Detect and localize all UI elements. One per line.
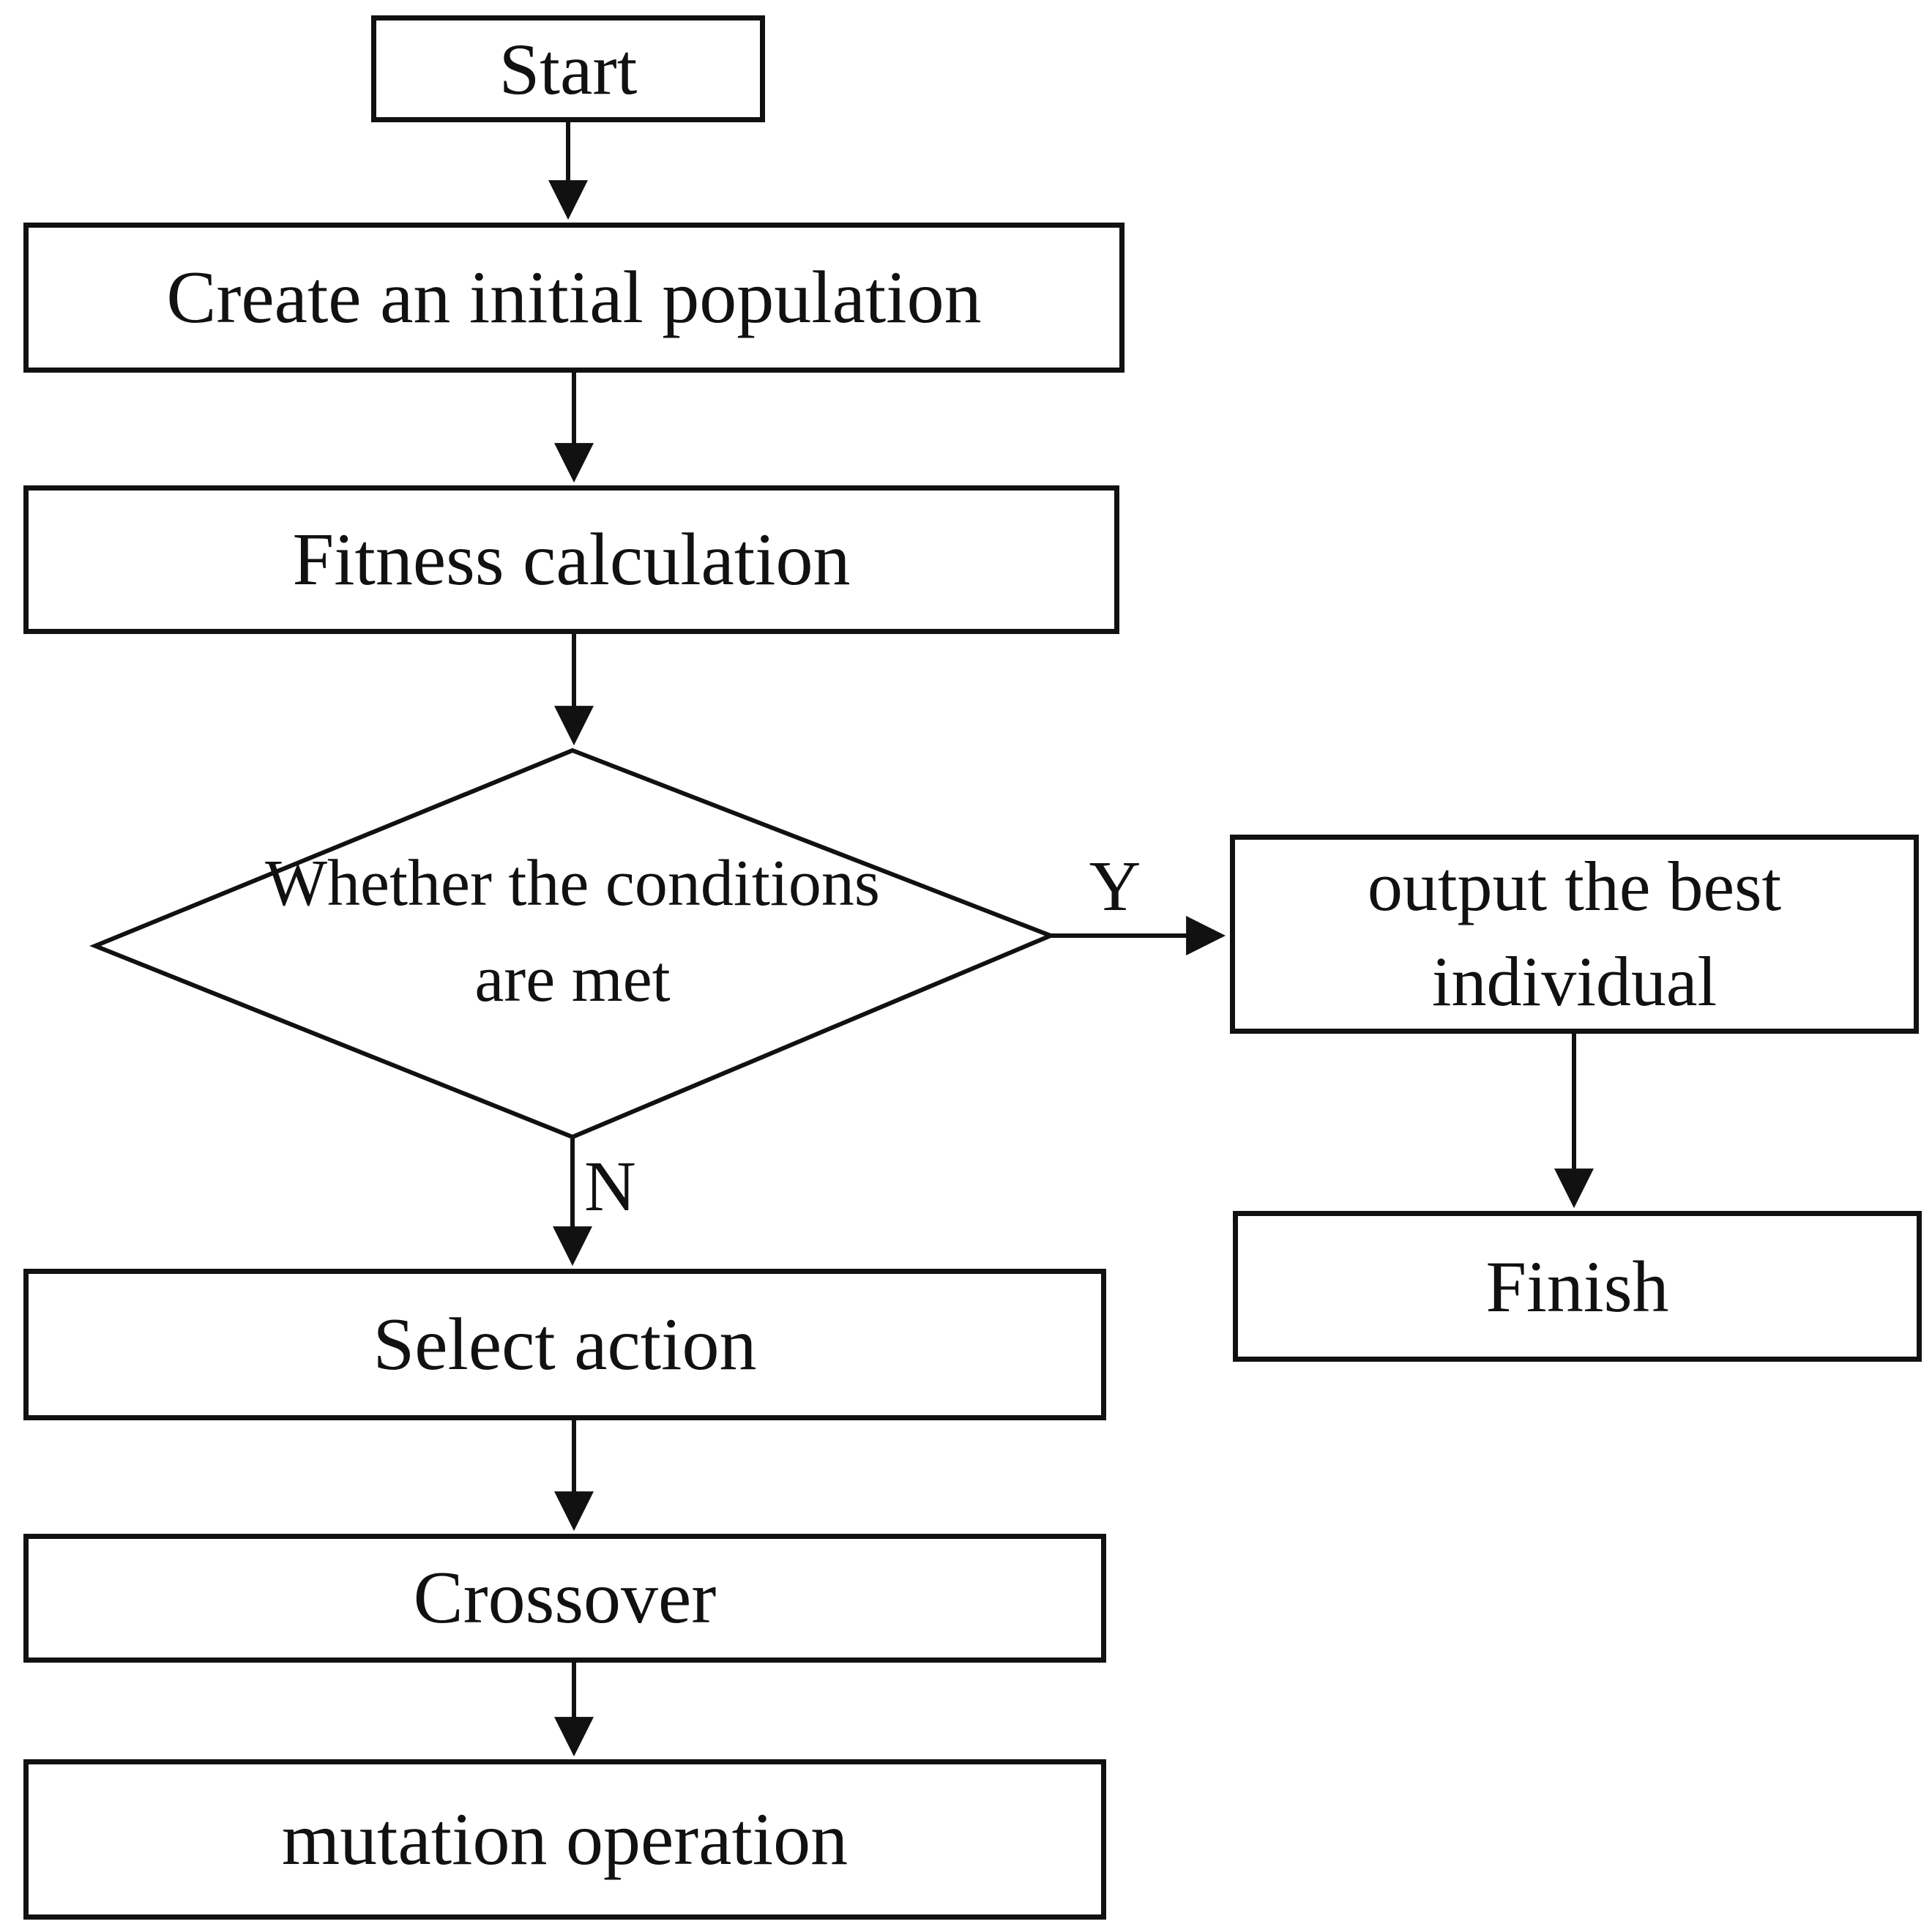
node-create-initial-population: Create an initial population [23,223,1124,373]
node-output-best-individual: output the best individual [1230,835,1919,1034]
node-select-action: Select action [23,1269,1106,1420]
node-start: Start [371,15,765,122]
node-mutation-operation-label: mutation operation [281,1797,848,1881]
node-condition-decision-label: Whether the conditions are met [265,847,880,1015]
node-start-label: Start [499,28,638,110]
node-crossover-label: Crossover [413,1556,717,1640]
branch-label-yes: Y [1089,847,1141,926]
node-fitness-calculation: Fitness calculation [23,485,1119,634]
node-select-action-label: Select action [373,1302,757,1386]
branch-label-no: N [584,1147,636,1226]
node-crossover: Crossover [23,1534,1106,1663]
node-finish-label: Finish [1485,1245,1669,1327]
node-fitness-calculation-label: Fitness calculation [292,518,851,601]
node-finish: Finish [1233,1211,1922,1362]
node-mutation-operation: mutation operation [23,1759,1106,1920]
node-output-best-individual-label: output the best individual [1367,847,1782,1021]
node-create-initial-population-label: Create an initial population [166,256,982,339]
